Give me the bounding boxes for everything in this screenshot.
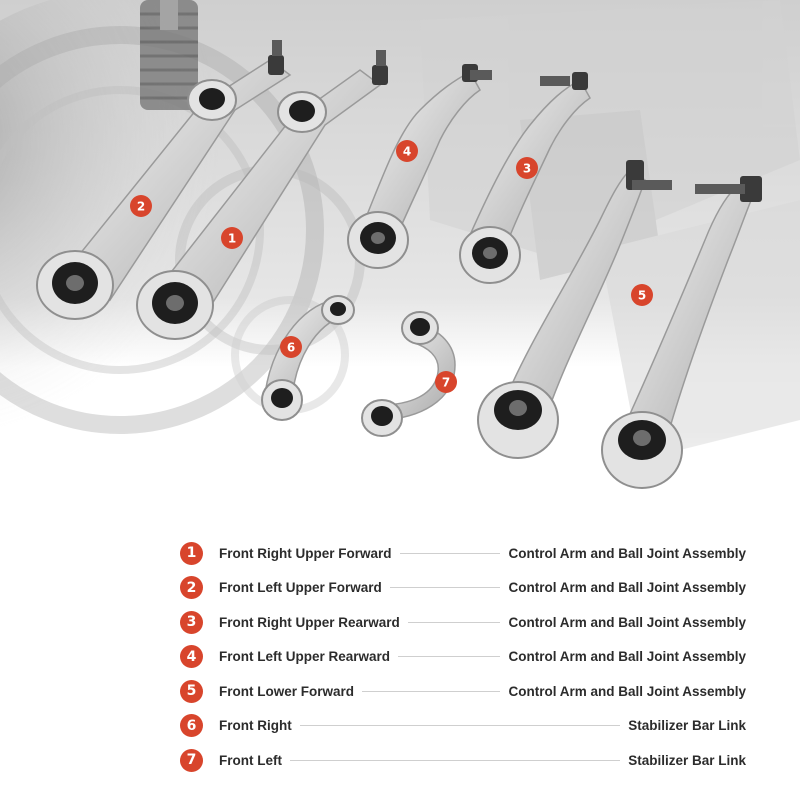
legend-position: Front Left Upper Rearward [219, 649, 391, 665]
legend-number-badge: 2 [180, 576, 203, 600]
legend-leader-line [290, 759, 621, 761]
stabilizer-link-7 [361, 311, 456, 437]
callout-3: 3 [516, 157, 538, 179]
legend-position: Front Right Upper Rearward [219, 614, 400, 630]
control-arm-5b [601, 176, 762, 489]
callout-1: 1 [221, 227, 243, 249]
legend-leader-line [399, 552, 501, 554]
callout-label: 2 [137, 200, 145, 214]
control-arm-4 [347, 64, 492, 269]
legend-row: 1 Front Right Upper Forward Control Arm … [180, 536, 750, 571]
callout-2: 2 [130, 195, 152, 217]
control-arm-2 [36, 40, 292, 320]
control-arm-1 [136, 50, 388, 340]
legend-number-badge: 7 [180, 748, 203, 772]
legend-description: Control Arm and Ball Joint Assembly [508, 683, 746, 699]
legend-position: Front Right [219, 718, 292, 734]
legend-leader-line [407, 621, 501, 623]
legend-leader-line [389, 587, 501, 589]
callout-label: 1 [228, 232, 236, 246]
legend-number-badge: 1 [180, 541, 203, 565]
legend-row: 3 Front Right Upper Rearward Control Arm… [180, 605, 750, 640]
callout-4: 4 [396, 140, 418, 162]
legend-description: Control Arm and Ball Joint Assembly [508, 580, 746, 596]
callout-6: 6 [280, 336, 302, 358]
callout-label: 6 [287, 341, 295, 355]
legend-description: Control Arm and Ball Joint Assembly [508, 545, 746, 561]
legend-number-badge: 6 [180, 714, 203, 738]
callout-label: 3 [523, 162, 531, 176]
callout-5: 5 [631, 284, 653, 306]
legend-row: 5 Front Lower Forward Control Arm and Ba… [180, 674, 750, 709]
legend-description: Control Arm and Ball Joint Assembly [508, 614, 746, 630]
callout-label: 4 [403, 145, 411, 159]
legend-leader-line [362, 690, 501, 692]
stabilizer-link-6 [261, 295, 355, 421]
legend-description: Stabilizer Bar Link [628, 718, 746, 734]
legend-position: Front Lower Forward [219, 683, 354, 699]
legend-number-badge: 5 [180, 679, 203, 703]
callout-label: 5 [638, 289, 646, 303]
legend-leader-line [299, 725, 621, 727]
callout-7: 7 [435, 371, 457, 393]
parts-legend: 1 Front Right Upper Forward Control Arm … [180, 536, 750, 778]
legend-position: Front Left Upper Forward [219, 580, 382, 596]
legend-position: Front Left [219, 752, 282, 768]
legend-position: Front Right Upper Forward [219, 545, 392, 561]
legend-row: 7 Front Left Stabilizer Bar Link [180, 743, 750, 778]
legend-description: Stabilizer Bar Link [628, 752, 746, 768]
legend-description: Control Arm and Ball Joint Assembly [508, 649, 746, 665]
callout-label: 7 [442, 376, 450, 390]
legend-number-badge: 4 [180, 645, 203, 669]
legend-row: 6 Front Right Stabilizer Bar Link [180, 709, 750, 744]
legend-number-badge: 3 [180, 610, 203, 634]
legend-row: 4 Front Left Upper Rearward Control Arm … [180, 640, 750, 675]
legend-leader-line [398, 656, 501, 658]
control-arm-5a [477, 160, 672, 459]
legend-row: 2 Front Left Upper Forward Control Arm a… [180, 571, 750, 606]
